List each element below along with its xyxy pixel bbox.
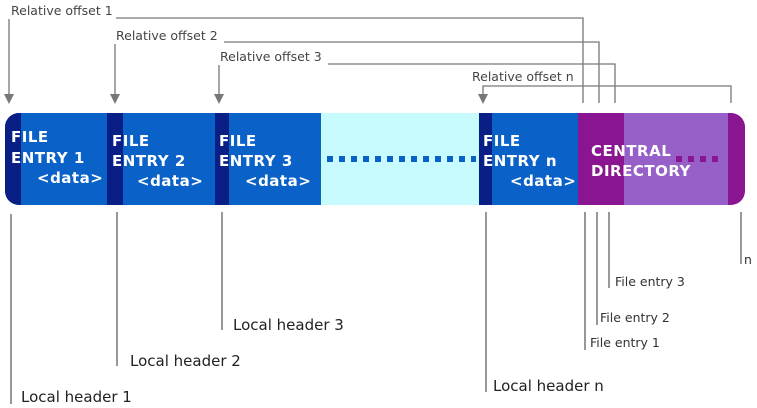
central-directory-label: CENTRAL DIRECTORY (591, 142, 692, 180)
offset-label-1: Relative offset 1 (11, 3, 113, 18)
local-header-stripe-3 (215, 113, 229, 205)
central-directory-line2: DIRECTORY (591, 162, 692, 180)
file-entry-1-label: FILE ENTRY 1 <data> (11, 128, 103, 187)
relative-offset-arrows (8, 17, 732, 103)
file-entry-1-block (5, 113, 107, 205)
arrowhead-icon (478, 94, 488, 104)
file-entry-2-data: <data> (137, 172, 203, 190)
local-header-3-label: Local header 3 (233, 316, 344, 334)
file-entry-n-data: <data> (510, 172, 576, 190)
local-header-n-label: Local header n (493, 377, 604, 395)
central-file-entry-1-label: File entry 1 (590, 335, 660, 350)
central-directory-dark (578, 113, 624, 205)
file-entry-2-block (107, 113, 215, 205)
offset-arrow-2 (114, 41, 600, 103)
file-entry-3-block (215, 113, 321, 205)
end-of-central-directory (728, 113, 745, 205)
central-entry-leaders (584, 212, 742, 350)
file-entry-3-label: FILE ENTRY 3 <data> (219, 132, 311, 190)
central-entry-n-label: n (744, 252, 752, 267)
file-entry-n-label: FILE ENTRY n <data> (483, 132, 576, 190)
offset-arrow-1 (8, 17, 584, 103)
central-directory-line1: CENTRAL (591, 142, 671, 160)
arrowhead-icon (214, 94, 224, 104)
file-entry-n-line1: FILE (483, 132, 521, 150)
file-entry-3-line1: FILE (219, 132, 257, 150)
zip-bar (5, 113, 745, 205)
file-entry-n-line2: ENTRY n (483, 152, 557, 170)
central-file-entry-2-label: File entry 2 (600, 310, 670, 325)
file-entry-2-label: FILE ENTRY 2 <data> (112, 132, 203, 190)
file-entry-1-data: <data> (37, 169, 103, 187)
local-header-stripe-n (479, 113, 492, 205)
offset-label-3: Relative offset 3 (220, 49, 322, 64)
central-file-entry-3-label: File entry 3 (615, 274, 685, 289)
file-entry-n-block (479, 113, 578, 205)
offset-arrowheads (4, 94, 488, 104)
offset-arrow-3 (218, 63, 616, 103)
file-entry-1-line2: ENTRY 1 (11, 149, 85, 167)
arrowhead-icon (110, 94, 120, 104)
arrowhead-icon (4, 94, 14, 104)
file-entry-2-line2: ENTRY 2 (112, 152, 186, 170)
file-entry-3-data: <data> (245, 172, 311, 190)
offset-label-2: Relative offset 2 (116, 28, 218, 43)
local-header-leaders (10, 212, 487, 404)
offset-arrow-n (482, 85, 732, 103)
local-header-1-label: Local header 1 (21, 388, 132, 406)
file-entry-3-line2: ENTRY 3 (219, 152, 293, 170)
file-entry-2-line1: FILE (112, 132, 150, 150)
offset-label-n: Relative offset n (472, 69, 574, 84)
local-header-2-label: Local header 2 (130, 352, 241, 370)
file-entry-1-line1: FILE (11, 128, 49, 146)
local-header-stripe-1 (5, 113, 21, 205)
local-header-stripe-2 (107, 113, 123, 205)
